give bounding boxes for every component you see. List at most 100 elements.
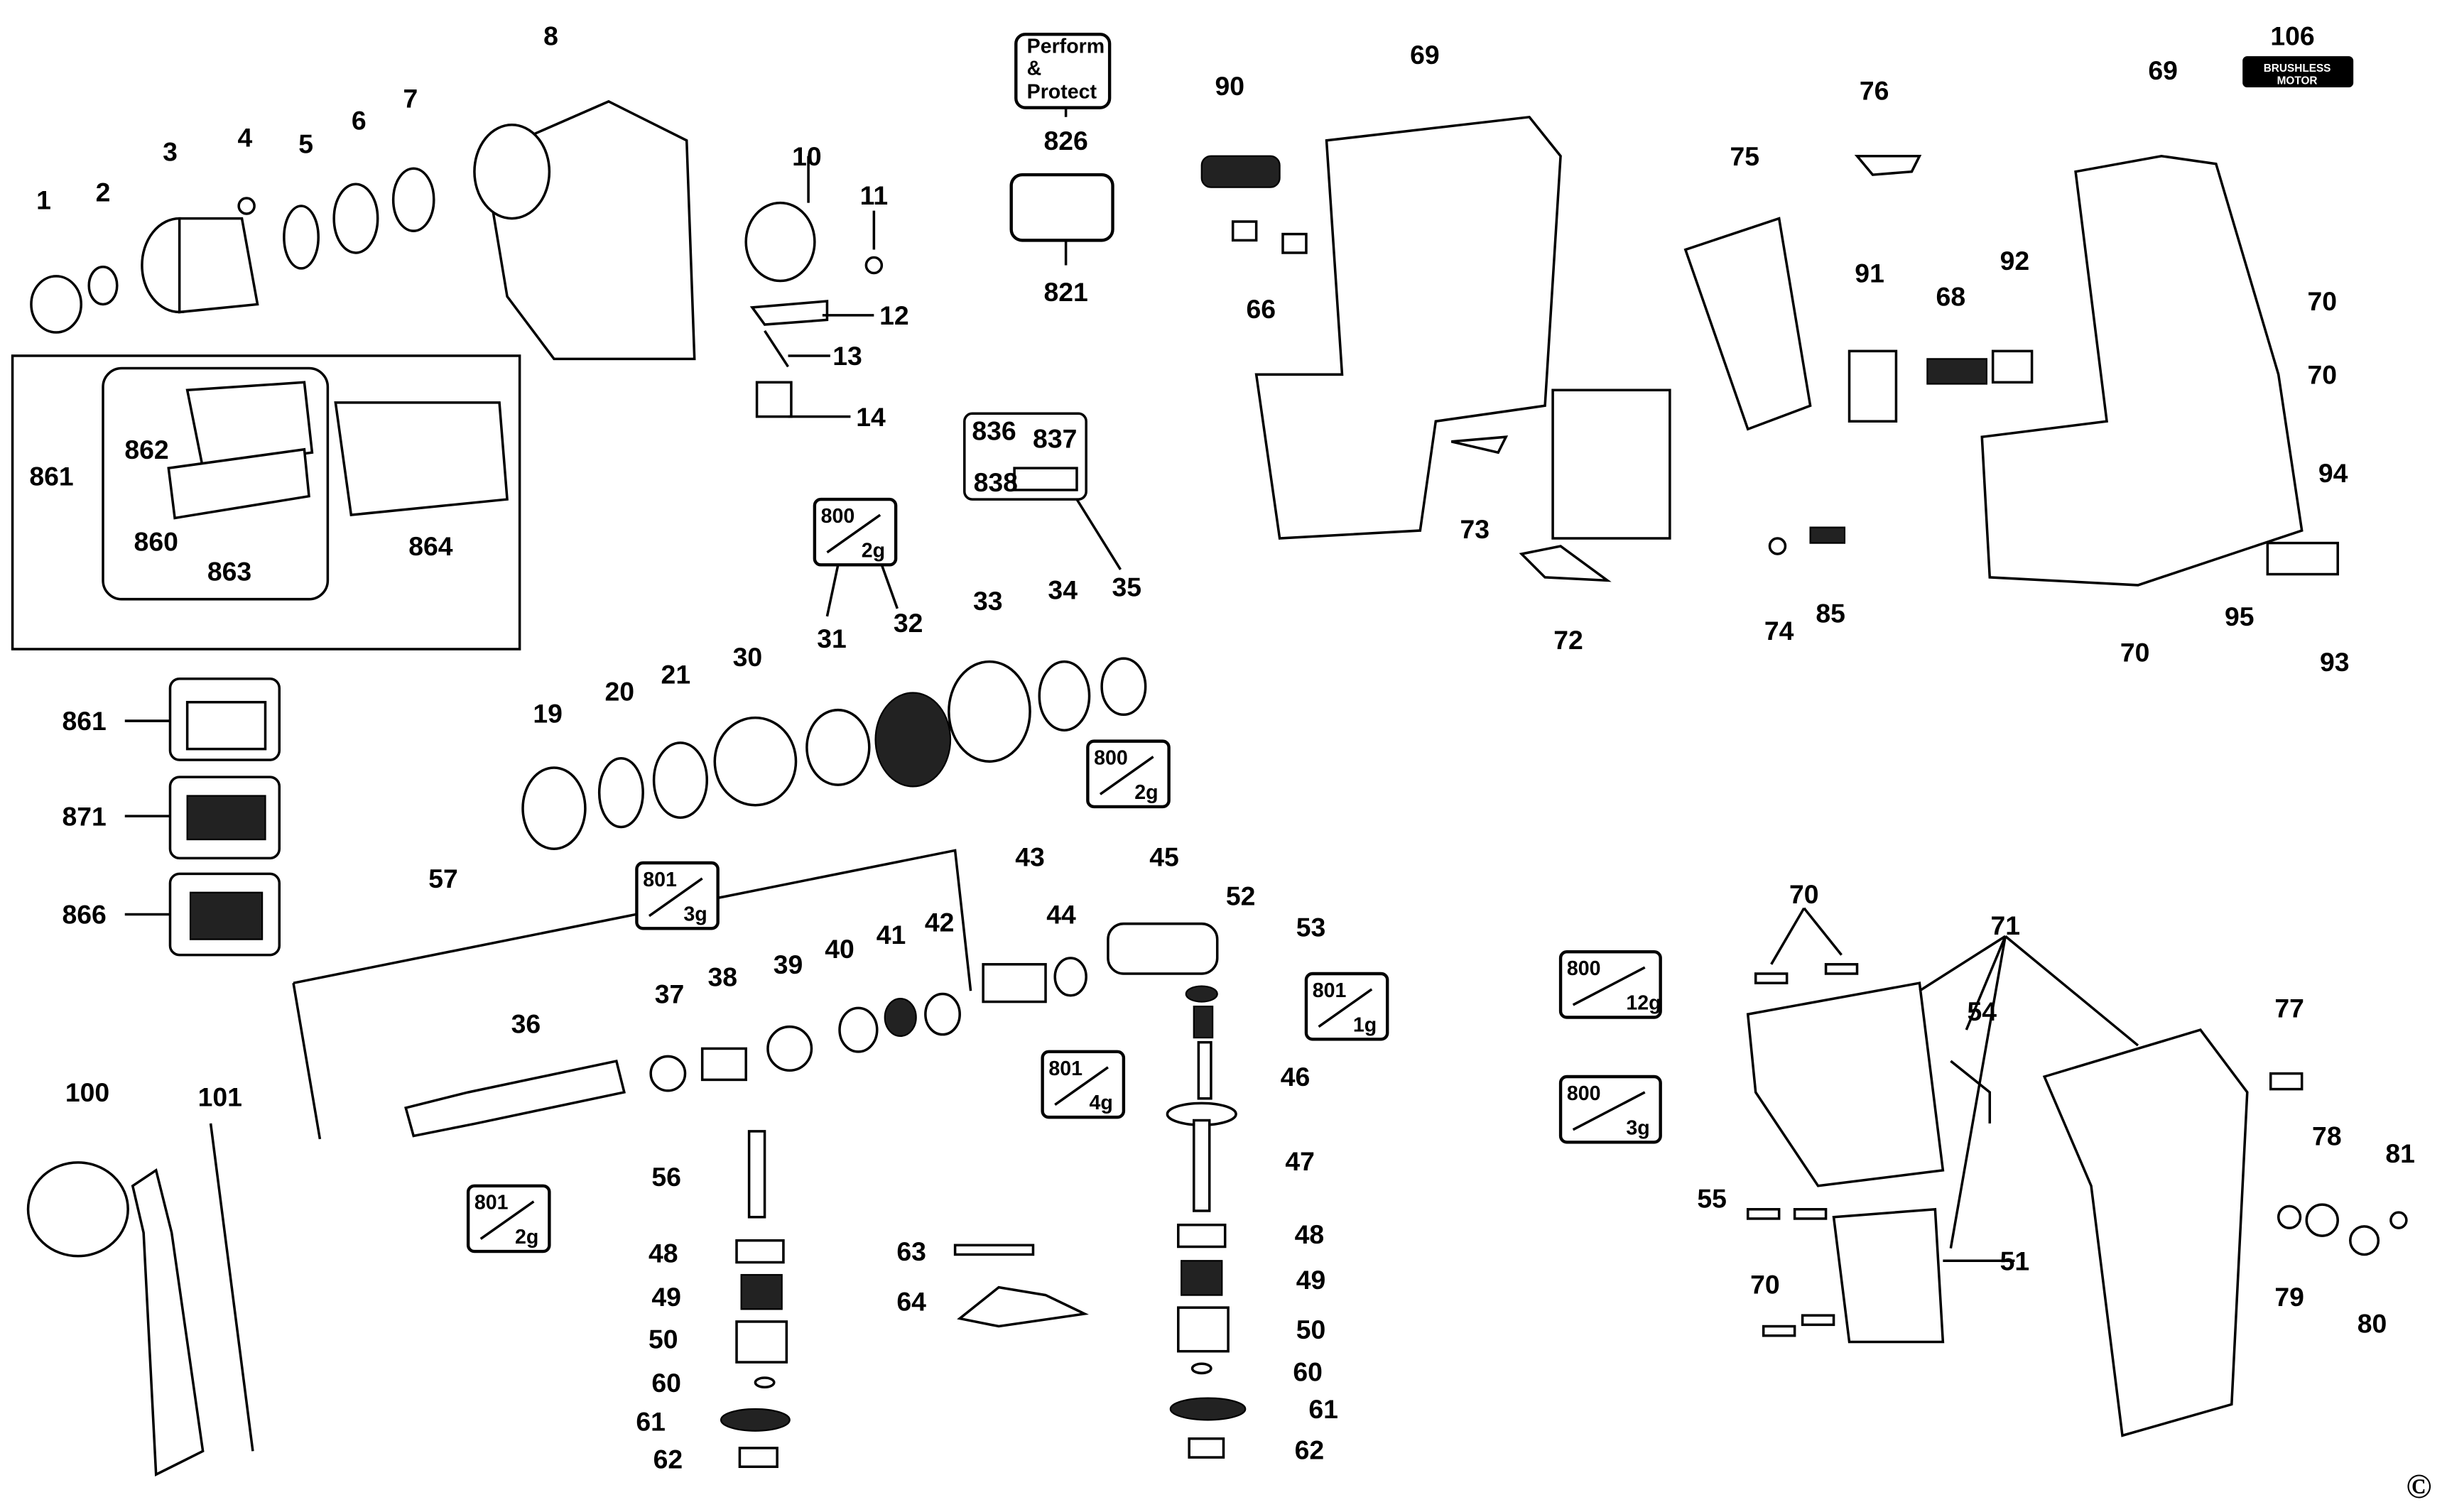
callout-3: 3 (163, 136, 178, 166)
callout-871: 871 (62, 801, 106, 831)
left-48 (735, 1239, 785, 1264)
part-1 (30, 275, 83, 334)
part-44 (1053, 957, 1087, 997)
callout-70: 70 (2307, 359, 2337, 389)
callout-56: 56 (651, 1162, 681, 1192)
callout-49: 49 (1296, 1265, 1326, 1295)
part-43 (982, 963, 1047, 1004)
badge-code: 800 (821, 505, 855, 528)
part-91 (1848, 349, 1898, 423)
part-78 (2305, 1203, 2339, 1237)
callout-30: 30 (733, 642, 763, 672)
callout-68: 68 (1936, 282, 1966, 312)
badge-qty: 2g (862, 539, 885, 562)
callout-7: 7 (403, 84, 418, 114)
box-836-837-838 (963, 412, 1087, 501)
callout-91: 91 (1855, 259, 1884, 288)
part-52 (1185, 985, 1218, 1003)
callout-73: 73 (1460, 514, 1490, 544)
callout-51: 51 (2000, 1246, 2030, 1276)
callout-50: 50 (1296, 1315, 1326, 1344)
part-68-spring (1926, 358, 1987, 385)
callout-34: 34 (1048, 575, 1078, 605)
screw-70a (1754, 972, 1789, 984)
brushless-line1: BRUSHLESS (2264, 62, 2331, 75)
callout-41: 41 (877, 920, 906, 950)
callout-62: 62 (1295, 1435, 1325, 1464)
housing-right-half (1980, 154, 2304, 587)
badge-code: 801 (474, 1192, 509, 1214)
part-31 (805, 708, 871, 786)
kit-box-871 (168, 776, 281, 860)
part-20 (597, 757, 644, 829)
part-5 (283, 205, 320, 270)
grease-badge-800-2g: 800 2g (813, 497, 898, 567)
callout-60: 60 (651, 1368, 681, 1398)
callout-100: 100 (65, 1077, 109, 1107)
callout-837: 837 (1033, 424, 1077, 454)
case-lid (185, 381, 314, 470)
part-36-barrel (404, 1059, 626, 1138)
callout-66: 66 (1246, 294, 1276, 324)
part-75-switch (1683, 217, 1812, 431)
callout-8: 8 (543, 21, 558, 51)
callout-19: 19 (533, 698, 563, 728)
callout-78: 78 (2312, 1121, 2342, 1151)
perform-line3: Protect (1027, 80, 1097, 103)
left-62 (738, 1447, 778, 1469)
badge-code: 801 (643, 869, 677, 891)
callout-4: 4 (238, 123, 253, 153)
callout-861: 861 (62, 706, 106, 736)
screw-70d (1801, 1314, 1835, 1327)
callout-36: 36 (511, 1008, 541, 1038)
callout-866: 866 (62, 900, 106, 930)
callout-38: 38 (707, 962, 737, 992)
part-13 (764, 330, 789, 368)
part-51 (1832, 1207, 1945, 1344)
callout-57: 57 (428, 864, 458, 893)
case-frame (102, 366, 330, 601)
callout-55: 55 (1697, 1184, 1727, 1214)
callout-64: 64 (896, 1287, 926, 1317)
callout-33: 33 (973, 586, 1003, 616)
callout-860: 860 (134, 527, 178, 557)
callout-46: 46 (1281, 1062, 1311, 1092)
callout-95: 95 (2225, 602, 2255, 631)
left-60 (754, 1376, 776, 1388)
part-30 (713, 716, 798, 807)
callout-49: 49 (651, 1282, 681, 1312)
part-90 (1200, 155, 1281, 188)
part-80 (2349, 1225, 2380, 1256)
callout-70: 70 (2120, 638, 2150, 668)
right-49 (1181, 1260, 1223, 1296)
callout-6: 6 (352, 105, 367, 135)
callout-90: 90 (1215, 71, 1245, 101)
screw-55a (1746, 1207, 1781, 1220)
part-100-handle (131, 1168, 205, 1477)
right-50 (1177, 1306, 1230, 1353)
part-836-837-838-item (1013, 467, 1078, 491)
callout-50: 50 (649, 1324, 678, 1354)
callout-79: 79 (2274, 1282, 2304, 1312)
callout-76: 76 (1860, 76, 1889, 106)
badge-code: 800 (1567, 1082, 1601, 1105)
charger-icon (186, 795, 266, 841)
callout-42: 42 (925, 908, 955, 937)
bracket-57 (292, 849, 972, 1140)
right-62 (1188, 1437, 1225, 1459)
badge-code: 801 (1048, 1057, 1083, 1080)
part-74 (1768, 537, 1787, 555)
perform-line1: Perform (1027, 36, 1105, 58)
callout-92: 92 (2000, 246, 2030, 276)
perform-protect-label-box (1014, 33, 1112, 109)
callout-836: 836 (972, 416, 1016, 446)
kit-leaders (124, 719, 170, 916)
callout-44: 44 (1046, 900, 1076, 930)
